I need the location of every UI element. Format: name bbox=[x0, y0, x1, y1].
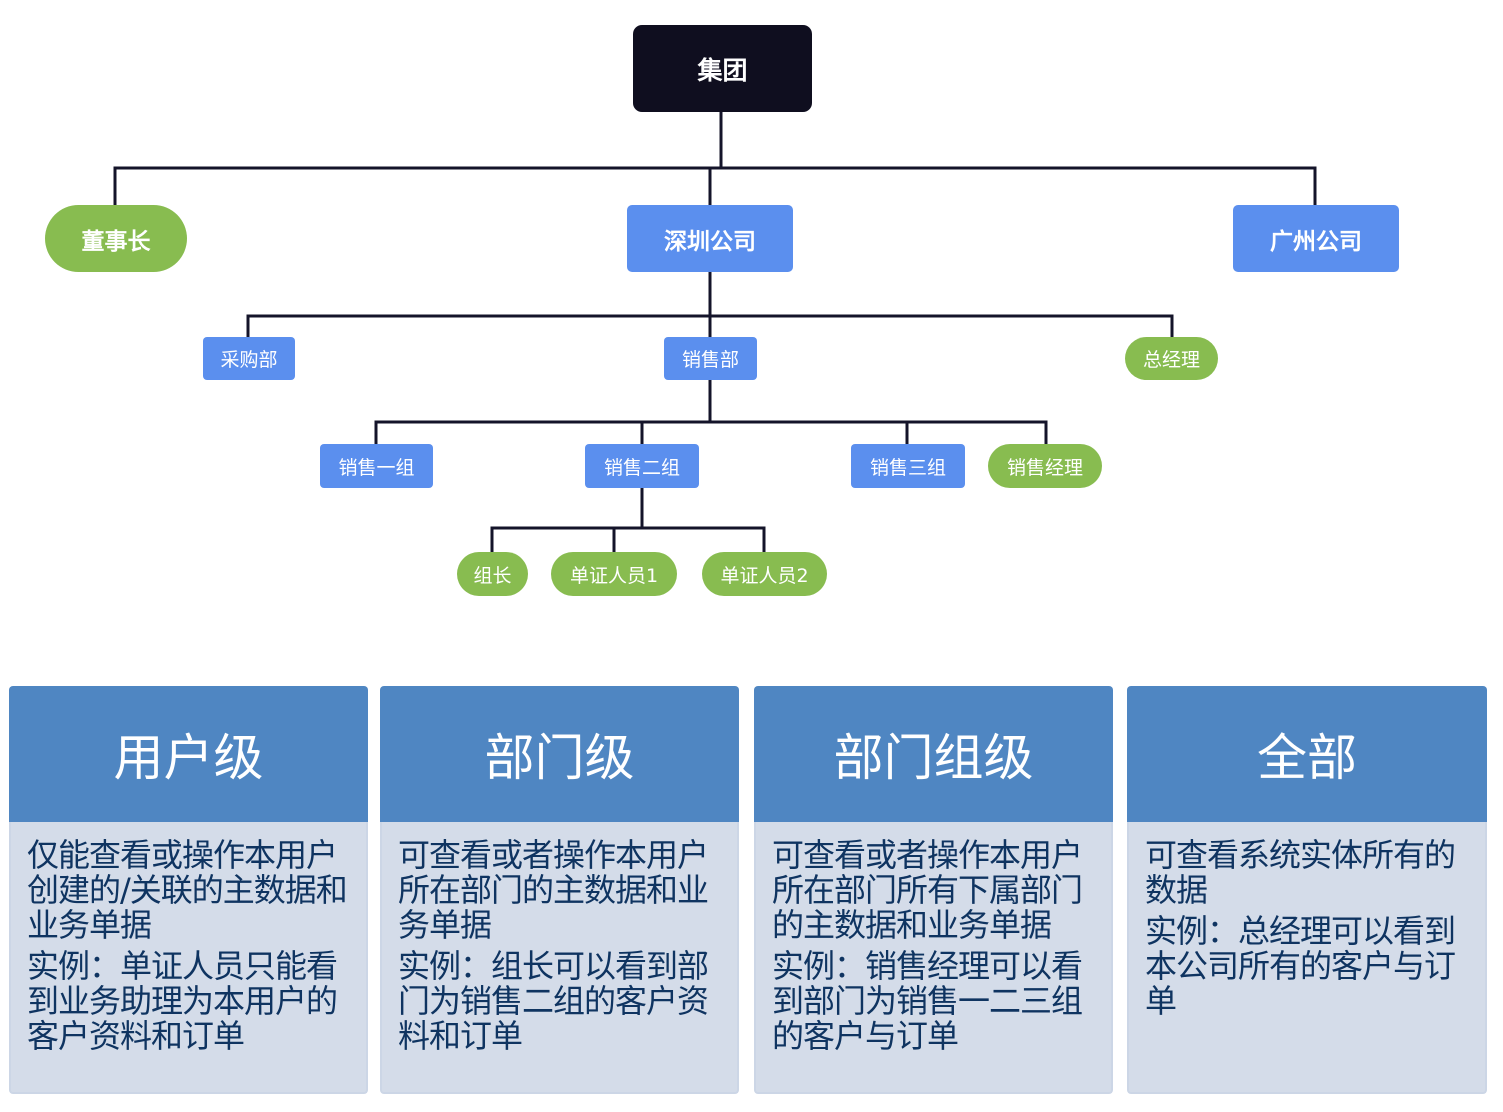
org-node-label: 总经理 bbox=[1142, 349, 1200, 371]
card-title: 部门组级 bbox=[754, 686, 1113, 822]
org-node-label: 采购部 bbox=[220, 349, 278, 371]
org-node-label: 董事长 bbox=[81, 228, 151, 255]
org-node-chairman: 董事长 bbox=[45, 205, 187, 272]
card-title: 部门级 bbox=[380, 686, 739, 822]
permission-card-department-group-level: 部门组级 可查看或者操作本用户所在部门所有下属部门的主数据和业务单据 实例：销售… bbox=[754, 686, 1113, 1094]
org-node-sales-manager: 销售经理 bbox=[988, 444, 1102, 488]
card-body: 可查看或者操作本用户所在部门的主数据和业务单据 实例：组长可以看到部门为销售二组… bbox=[380, 822, 739, 1094]
org-node-label: 销售经理 bbox=[1006, 456, 1083, 479]
connector-group2-bar bbox=[490, 526, 766, 552]
card-body: 仅能查看或操作本用户创建的/关联的主数据和业务单据 实例：单证人员只能看到业务助… bbox=[9, 822, 368, 1094]
org-node-label: 广州公司 bbox=[1270, 228, 1362, 255]
org-node-sales-dept: 销售部 bbox=[664, 337, 757, 380]
connector-level1-bar bbox=[113, 166, 1317, 205]
connector-shenzhen-bar bbox=[246, 314, 1174, 337]
card-example: 实例：组长可以看到部门为销售二组的客户资料和订单 bbox=[398, 947, 709, 1055]
org-node-label: 销售二组 bbox=[603, 456, 680, 479]
org-node-sales-group-2: 销售二组 bbox=[585, 444, 699, 488]
card-example: 实例：单证人员只能看到业务助理为本用户的客户资料和订单 bbox=[27, 947, 338, 1055]
org-node-group: 集团 bbox=[633, 25, 812, 112]
card-description: 可查看系统实体所有的数据 bbox=[1145, 836, 1456, 909]
card-description: 仅能查看或操作本用户创建的/关联的主数据和业务单据 bbox=[27, 836, 348, 944]
org-node-general-manager: 总经理 bbox=[1125, 337, 1218, 380]
permission-card-department-level: 部门级 可查看或者操作本用户所在部门的主数据和业务单据 实例：组长可以看到部门为… bbox=[380, 686, 739, 1094]
card-body: 可查看系统实体所有的数据 实例：总经理可以看到本公司所有的客户与订单 bbox=[1127, 822, 1487, 1094]
org-node-purchasing-dept: 采购部 bbox=[203, 337, 295, 380]
org-node-label: 集团 bbox=[697, 55, 748, 85]
org-node-label: 组长 bbox=[473, 564, 512, 587]
org-node-doc-clerk-1: 单证人员1 bbox=[551, 552, 677, 596]
org-node-label: 单证人员2 bbox=[720, 564, 809, 587]
org-node-label: 销售一组 bbox=[338, 456, 415, 479]
org-node-sales-group-3: 销售三组 bbox=[851, 444, 965, 488]
org-node-guangzhou-company: 广州公司 bbox=[1233, 205, 1399, 272]
org-node-sales-group-1: 销售一组 bbox=[320, 444, 433, 488]
card-example: 实例：总经理可以看到本公司所有的客户与订单 bbox=[1145, 912, 1456, 1020]
card-description: 可查看或者操作本用户所在部门的主数据和业务单据 bbox=[398, 836, 709, 944]
connector-sales-bar bbox=[374, 420, 1048, 444]
card-example: 实例：销售经理可以看到部门为销售一二三组的客户与订单 bbox=[772, 947, 1083, 1055]
card-description: 可查看或者操作本用户所在部门所有下属部门的主数据和业务单据 bbox=[772, 836, 1083, 944]
org-node-label: 深圳公司 bbox=[664, 228, 756, 255]
org-node-label: 单证人员1 bbox=[569, 564, 659, 587]
card-body: 可查看或者操作本用户所在部门所有下属部门的主数据和业务单据 实例：销售经理可以看… bbox=[754, 822, 1113, 1094]
org-node-doc-clerk-2: 单证人员2 bbox=[702, 552, 827, 596]
org-node-label: 销售部 bbox=[681, 349, 739, 371]
card-title: 用户级 bbox=[9, 686, 368, 822]
org-node-shenzhen-company: 深圳公司 bbox=[627, 205, 793, 272]
card-title: 全部 bbox=[1127, 686, 1487, 822]
org-node-team-leader: 组长 bbox=[457, 552, 528, 596]
permission-card-user-level: 用户级 仅能查看或操作本用户创建的/关联的主数据和业务单据 实例：单证人员只能看… bbox=[9, 686, 368, 1094]
org-node-label: 销售三组 bbox=[869, 456, 946, 479]
permission-card-all-level: 全部 可查看系统实体所有的数据 实例：总经理可以看到本公司所有的客户与订单 bbox=[1127, 686, 1487, 1094]
